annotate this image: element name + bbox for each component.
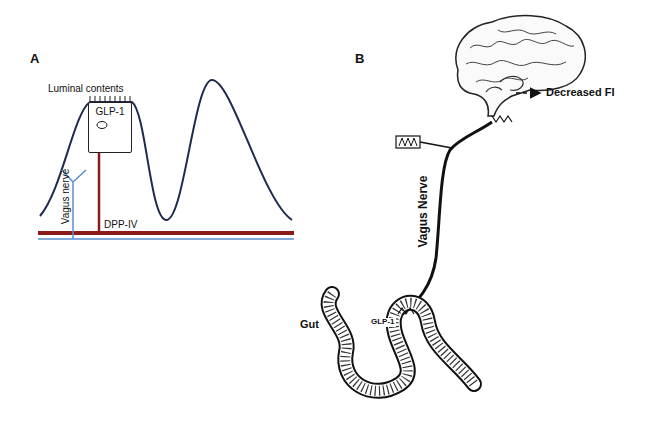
gut-outline (329, 294, 474, 391)
nodose-ganglion (396, 136, 420, 148)
enzyme-label: DPP-IV (104, 219, 137, 230)
capillary-branch (98, 153, 101, 232)
panel-letter: B (355, 52, 364, 66)
dashed-arrow (516, 92, 540, 94)
granule-icon (95, 120, 109, 130)
nerve-terminal (492, 116, 512, 122)
enteroendocrine-cell: GLP-1 (88, 102, 132, 153)
cell-label: GLP-1 (89, 103, 131, 117)
ganglion-zigzag (399, 138, 417, 146)
effect-label: Decreased FI (546, 86, 614, 98)
capillary-line (38, 231, 294, 235)
gut-folds (329, 294, 474, 391)
panel-letter: A (30, 52, 39, 66)
villus-outline (40, 80, 292, 220)
gut-nerve-ending (398, 308, 414, 314)
brain-outline (456, 16, 585, 116)
nerve-label: Vagus nerve (61, 168, 72, 223)
brain-gyri (466, 30, 574, 82)
gut-lumen (329, 294, 474, 391)
hormone-label: GLP-1 (370, 318, 396, 327)
cerebellum (486, 76, 523, 92)
ganglion-link (420, 142, 452, 148)
organ-label: Gut (300, 318, 319, 330)
nerve-label: Vagus Nerve (417, 175, 430, 249)
nerve-line (38, 238, 294, 240)
region-label: Luminal contents (48, 83, 124, 94)
vagus-nerve-line (402, 122, 492, 314)
